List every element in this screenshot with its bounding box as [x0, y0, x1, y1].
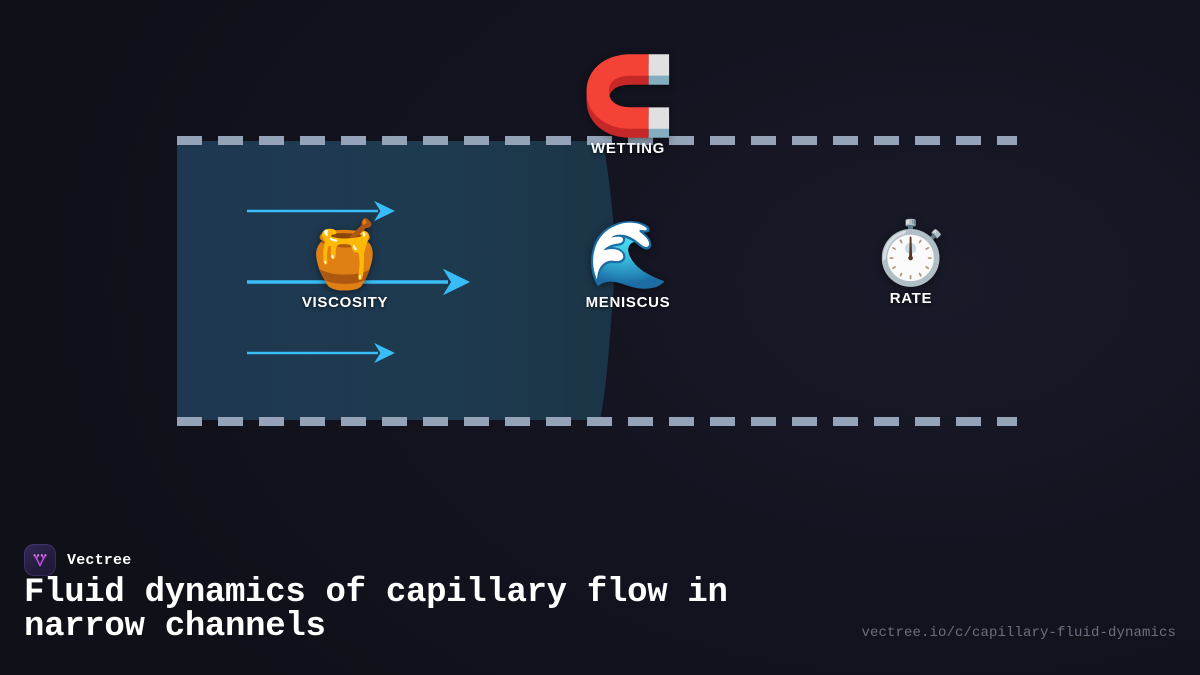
vectree-logo-icon [24, 544, 56, 576]
honey-pot-icon: 🍯 [303, 216, 387, 293]
brand[interactable]: Vectree [24, 544, 131, 576]
magnet-icon: 🧲 [580, 51, 676, 140]
diagram-node-viscosity-label: VISCOSITY [301, 294, 389, 311]
diagram-node-meniscus-label: MENISCUS [585, 294, 671, 311]
diagram-node-wetting[interactable]: 🧲 WETTING [548, 51, 708, 158]
diagram-canvas [177, 136, 1017, 426]
diagram-node-viscosity[interactable]: 🍯 VISCOSITY [265, 216, 425, 312]
water-wave-icon: 🌊 [586, 216, 670, 293]
page-url: vectree.io/c/capillary-fluid-dynamics [861, 625, 1176, 641]
vectree-glyph [33, 554, 47, 567]
diagram-node-wetting-label: WETTING [590, 140, 666, 157]
diagram-node-rate-label: RATE [889, 290, 933, 307]
footer: Vectree Fluid dynamics of capillary flow… [0, 500, 1200, 675]
diagram-node-rate[interactable]: ⏱️ RATE [831, 216, 991, 308]
brand-name: Vectree [67, 551, 132, 569]
page-title: Fluid dynamics of capillary flow in narr… [24, 574, 728, 646]
capillary-diagram: 🧲 WETTING 🍯 VISCOSITY 🌊 MENISCUS ⏱️ RATE [177, 51, 1017, 426]
stopwatch-icon: ⏱️ [872, 216, 950, 289]
diagram-node-meniscus[interactable]: 🌊 MENISCUS [548, 216, 708, 312]
